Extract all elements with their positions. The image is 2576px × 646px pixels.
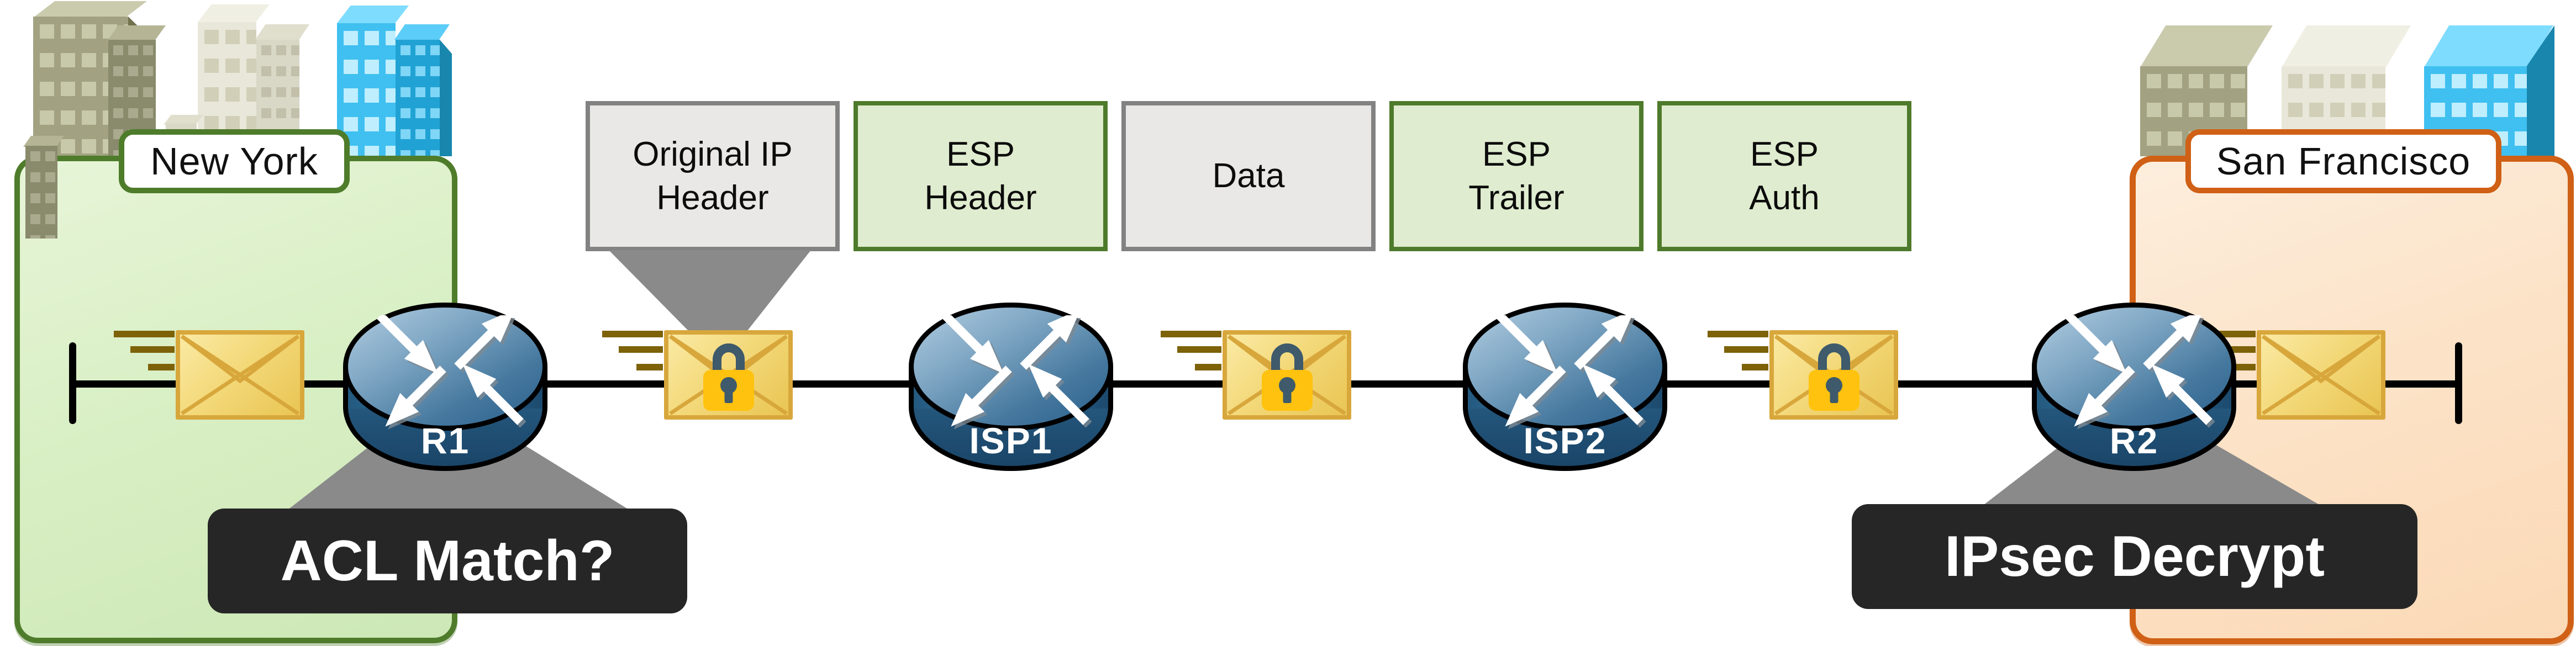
padlock-icon — [1808, 343, 1859, 411]
router-label: ISP1 — [969, 420, 1053, 461]
motion-lines-icon — [114, 331, 175, 337]
packet-field-original-ip-header: Original IP Header — [586, 101, 840, 251]
router-r2-icon: R2 — [2032, 303, 2236, 471]
router-r1-icon: R1 — [343, 303, 547, 471]
packet-field-label: Original IP Header — [633, 135, 793, 217]
packet-field-esp-auth: ESP Auth — [1657, 101, 1911, 251]
packet-field-label: Data — [1212, 157, 1285, 195]
router-arrows-icon — [936, 315, 1096, 428]
router-isp2-icon: ISP2 — [1463, 303, 1667, 471]
acl-match-callout: ACL Match? — [208, 509, 687, 613]
acl-match-callout-text: ACL Match? — [280, 528, 615, 593]
motion-lines-icon — [1742, 364, 1768, 370]
plaintext-envelope-icon — [176, 330, 304, 420]
packet-field-data: Data — [1121, 101, 1376, 251]
router-isp1-icon: ISP1 — [909, 303, 1113, 471]
packet-field-label: ESP Trailer — [1468, 135, 1564, 217]
motion-lines-icon — [602, 331, 663, 337]
router-label: R1 — [420, 420, 470, 461]
ipsec-decrypt-callout-text: IPsec Decrypt — [1945, 524, 2325, 589]
packet-field-esp-trailer: ESP Trailer — [1389, 101, 1643, 251]
motion-lines-icon — [636, 364, 663, 370]
ipsec-decrypt-callout: IPsec Decrypt — [1852, 504, 2417, 609]
original-ip-header-pointer — [609, 250, 811, 331]
motion-lines-icon — [1177, 346, 1221, 353]
new-york-label-text: New York — [150, 140, 318, 183]
motion-lines-icon — [148, 364, 175, 370]
packet-field-esp-header: ESP Header — [854, 101, 1108, 251]
padlock-icon — [1261, 343, 1313, 411]
encrypted-envelope-icon — [1769, 330, 1898, 420]
motion-lines-icon — [1708, 331, 1768, 337]
router-label: R2 — [2109, 420, 2159, 461]
router-arrows-icon — [1490, 315, 1650, 428]
motion-lines-icon — [1161, 331, 1221, 337]
motion-lines-icon — [1195, 364, 1221, 370]
router-arrows-icon — [2059, 315, 2219, 428]
new-york-label: New York — [119, 129, 350, 193]
san-francisco-label-text: San Francisco — [2216, 140, 2471, 183]
link-terminator-left — [69, 342, 76, 424]
san-francisco-label: San Francisco — [2185, 129, 2501, 193]
motion-lines-icon — [619, 346, 663, 353]
link-terminator-right — [2455, 342, 2462, 424]
motion-lines-icon — [1724, 346, 1768, 353]
router-label: ISP2 — [1523, 420, 1607, 461]
encrypted-envelope-icon — [664, 330, 793, 420]
packet-field-label: ESP Auth — [1749, 135, 1820, 217]
motion-lines-icon — [130, 346, 175, 353]
padlock-icon — [703, 343, 754, 411]
plaintext-envelope-icon — [2257, 330, 2385, 420]
router-arrows-icon — [370, 315, 530, 428]
packet-field-label: ESP Header — [924, 135, 1037, 217]
encrypted-envelope-icon — [1223, 330, 1351, 420]
